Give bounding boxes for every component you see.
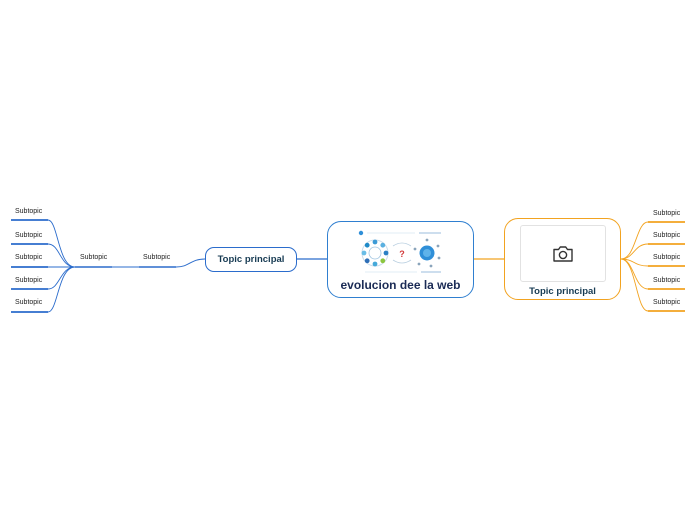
left-leaf-3[interactable]: Subtopic	[15, 254, 43, 261]
main-topic-left-label: Topic principal	[217, 254, 285, 265]
left-subtopic[interactable]: Subtopic	[143, 254, 171, 261]
left-leaf-2[interactable]: Subtopic	[15, 232, 43, 239]
left-leaf-1[interactable]: Subtopic	[15, 208, 43, 215]
main-topic-right-label: Topic principal	[529, 286, 596, 297]
camera-icon	[552, 245, 573, 262]
central-topic-image: ?	[354, 227, 447, 276]
left-leaf-5[interactable]: Subtopic	[15, 299, 43, 306]
right-leaf-2[interactable]: Subtopic	[653, 232, 681, 239]
connector-left-main-sub	[175, 258, 206, 268]
central-topic-title: evolucion dee la web	[340, 277, 461, 292]
right-leaf-connectors	[620, 221, 649, 312]
left-leaf-connectors	[47, 219, 76, 313]
main-topic-right[interactable]: Topic principal	[504, 218, 621, 300]
left-leaf-4[interactable]: Subtopic	[15, 277, 43, 284]
image-placeholder	[519, 225, 606, 282]
main-topic-left[interactable]: Topic principal	[205, 247, 297, 272]
right-leaf-underlines	[648, 221, 685, 312]
svg-text:?: ?	[399, 249, 405, 259]
right-leaf-4[interactable]: Subtopic	[653, 277, 681, 284]
right-leaf-1[interactable]: Subtopic	[653, 210, 681, 217]
right-leaf-3[interactable]: Subtopic	[653, 254, 681, 261]
right-leaf-5[interactable]: Subtopic	[653, 299, 681, 306]
left-leaf-underlines	[11, 219, 48, 313]
central-topic[interactable]: ? evolucion dee la web	[327, 221, 474, 298]
left-subsubtopic[interactable]: Subtopic	[80, 254, 108, 261]
